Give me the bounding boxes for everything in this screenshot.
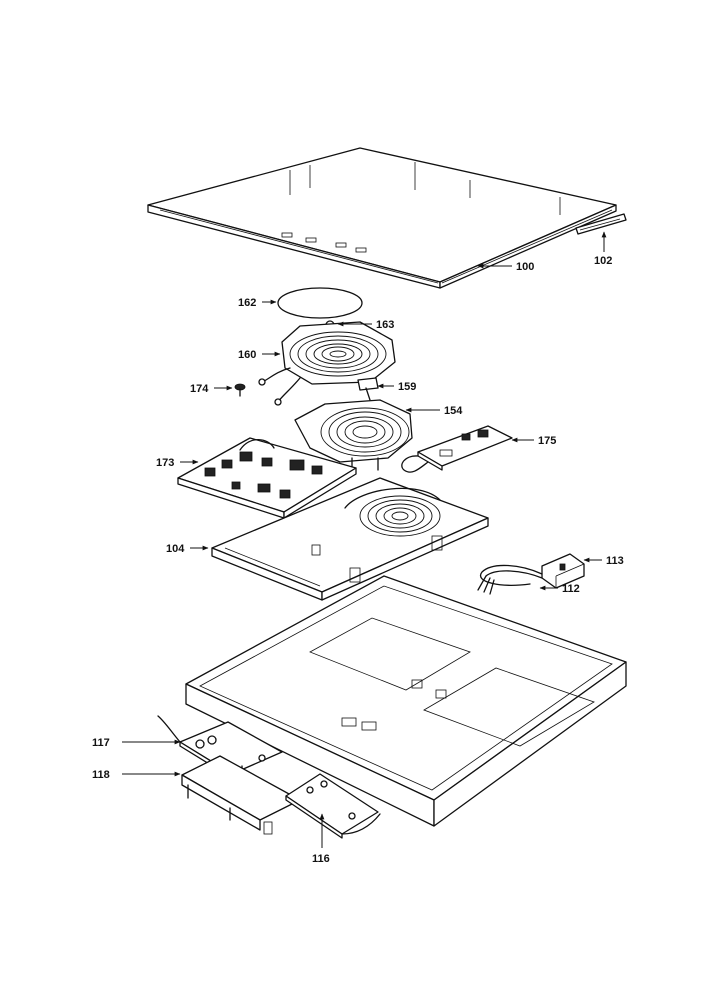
callout-162: 162 xyxy=(238,297,256,309)
part-control-board-175[interactable] xyxy=(401,425,513,473)
callout-174: 174 xyxy=(190,383,209,395)
part-terminal-block-113[interactable] xyxy=(541,553,585,589)
leader-lines xyxy=(122,231,607,848)
part-switch-board-116[interactable] xyxy=(285,773,381,839)
part-clip-159[interactable] xyxy=(357,377,379,401)
callout-100: 100 xyxy=(516,261,534,273)
part-disc-162[interactable] xyxy=(277,287,363,319)
callout-112: 112 xyxy=(562,583,580,595)
part-trim-strip-102[interactable] xyxy=(575,213,627,235)
part-glass-cooktop-100[interactable] xyxy=(147,147,617,289)
callout-173: 173 xyxy=(156,457,174,469)
callout-163: 163 xyxy=(376,319,394,331)
callout-102: 102 xyxy=(594,255,612,267)
callout-113: 113 xyxy=(606,555,624,567)
callout-154: 154 xyxy=(444,405,463,417)
part-power-cable-112[interactable] xyxy=(477,564,543,595)
part-screw-174[interactable] xyxy=(234,383,246,397)
part-radiant-element-160[interactable] xyxy=(258,321,396,406)
part-bracket-118[interactable] xyxy=(181,755,301,835)
callout-118: 118 xyxy=(92,769,110,781)
callout-160: 160 xyxy=(238,349,256,361)
callout-104: 104 xyxy=(166,543,185,555)
callout-117: 117 xyxy=(92,737,110,749)
part-base-pan xyxy=(185,575,627,827)
callout-159: 159 xyxy=(398,381,416,393)
part-radiant-element-154[interactable] xyxy=(294,399,413,471)
callout-116: 116 xyxy=(312,853,330,865)
part-main-board-173[interactable] xyxy=(177,437,357,519)
callout-175: 175 xyxy=(538,435,556,447)
part-element-tray-104[interactable] xyxy=(211,477,489,601)
